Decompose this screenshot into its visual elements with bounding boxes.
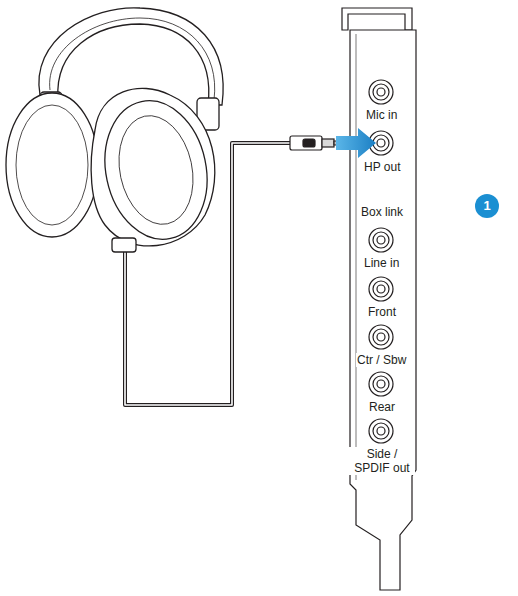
port-label: Side / SPDIF out xyxy=(349,447,415,475)
port-label: HP out xyxy=(363,160,401,174)
insert-arrow xyxy=(336,128,376,158)
port-label: Box link xyxy=(360,205,404,219)
sound-card-bracket xyxy=(342,8,416,590)
port-label: Mic in xyxy=(365,108,398,122)
port-label: Line in xyxy=(363,256,400,270)
callout-number: 1 xyxy=(475,194,499,218)
headphones xyxy=(6,8,223,252)
port-label: Ctr / Sbw xyxy=(356,353,407,367)
port-label: Rear xyxy=(368,400,396,414)
port-label: Front xyxy=(367,305,397,319)
